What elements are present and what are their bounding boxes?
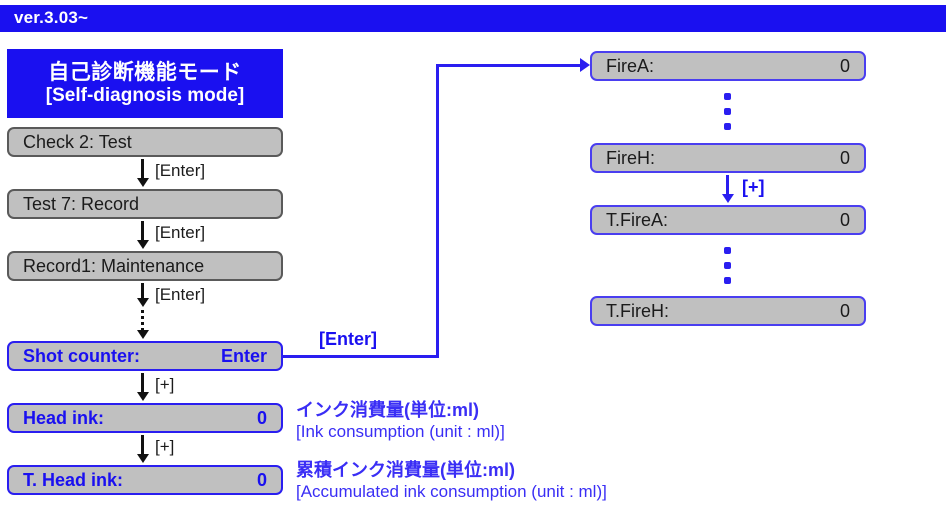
arrow-key-label: [+] <box>155 375 175 394</box>
menu-box-label: FireH: <box>606 147 655 168</box>
branch-connector-arrow-head <box>580 58 590 72</box>
flow-arrow-head <box>137 298 149 307</box>
branch-connector-horizontal-lower <box>281 355 439 358</box>
mode-header-en: [Self-diagnosis mode] <box>45 84 245 106</box>
flow-arrow-line <box>141 159 144 181</box>
flow-dotted-line <box>141 310 144 332</box>
menu-box-value: 0 <box>839 147 850 168</box>
menu-box-total-fireh[interactable]: T.FireH: 0 <box>590 296 866 326</box>
version-label: ver.3.03~ <box>14 8 89 27</box>
menu-box-label: Shot counter: <box>23 345 140 366</box>
flow-arrow-head <box>137 454 149 463</box>
arrow-key-label: [Enter] <box>155 223 206 242</box>
menu-box-total-firea[interactable]: T.FireA: 0 <box>590 205 866 235</box>
menu-box-label: T.FireH: <box>606 300 669 321</box>
annotation-en: [Accumulated ink consumption (unit : ml)… <box>296 481 607 501</box>
annotation-ink-consumption: インク消費量(単位:ml) [Ink consumption (unit : m… <box>296 400 505 443</box>
menu-box-fireh[interactable]: FireH: 0 <box>590 143 866 173</box>
flow-arrow-line <box>726 175 729 197</box>
menu-box-head-ink[interactable]: Head ink: 0 <box>7 403 283 433</box>
flow-arrow-line <box>141 373 144 395</box>
flow-arrow-head <box>722 194 734 203</box>
annotation-jp: インク消費量(単位:ml) <box>296 400 479 420</box>
menu-box-value: 0 <box>839 55 850 76</box>
arrow-key-label: [+] <box>742 177 765 197</box>
annotation-accumulated-ink-consumption: 累積インク消費量(単位:ml) [Accumulated ink consump… <box>296 460 607 503</box>
menu-box-value: 0 <box>256 407 267 428</box>
menu-box-value: 0 <box>839 209 850 230</box>
menu-box-total-head-ink[interactable]: T. Head ink: 0 <box>7 465 283 495</box>
menu-box-value: 0 <box>256 469 267 490</box>
arrow-key-label: [+] <box>155 437 175 456</box>
menu-box-label: Head ink: <box>23 407 105 428</box>
menu-box-test7-record[interactable]: Test 7: Record <box>7 189 283 219</box>
flow-arrow-head <box>137 178 149 187</box>
annotation-jp: 累積インク消費量(単位:ml) <box>296 460 515 480</box>
arrow-key-label: [Enter] <box>155 285 206 304</box>
flow-arrow-line <box>141 283 144 302</box>
menu-box-label: T.FireA: <box>606 209 669 230</box>
version-banner: ver.3.03~ <box>0 5 946 32</box>
menu-box-label: Record1: Maintenance <box>23 255 205 276</box>
menu-box-shot-counter[interactable]: Shot counter: Enter <box>7 341 283 371</box>
vertical-ellipsis-icon-lower <box>724 247 731 292</box>
mode-header-jp: 自己診断機能モード <box>48 61 242 85</box>
menu-box-value: Enter <box>220 345 267 366</box>
menu-box-label: Test 7: Record <box>23 193 140 214</box>
branch-connector-vertical <box>436 64 439 358</box>
flow-arrow-head <box>137 330 149 339</box>
menu-box-label: FireA: <box>606 55 655 76</box>
flow-arrow-head <box>137 240 149 249</box>
menu-box-record1-maintenance[interactable]: Record1: Maintenance <box>7 251 283 281</box>
flow-arrow-line <box>141 221 144 243</box>
menu-box-firea[interactable]: FireA: 0 <box>590 51 866 81</box>
annotation-en: [Ink consumption (unit : ml)] <box>296 421 505 441</box>
arrow-key-label: [Enter] <box>155 161 206 180</box>
menu-box-label: Check 2: Test <box>23 131 132 152</box>
menu-box-label: T. Head ink: <box>23 469 124 490</box>
menu-box-value: 0 <box>839 300 850 321</box>
vertical-ellipsis-icon-upper <box>724 93 731 138</box>
menu-box-check2-test[interactable]: Check 2: Test <box>7 127 283 157</box>
branch-connector-horizontal-upper <box>436 64 582 67</box>
flow-arrow-line <box>141 435 144 457</box>
flow-arrow-head <box>137 392 149 401</box>
branch-key-label: [Enter] <box>319 329 377 349</box>
self-diagnosis-mode-header: 自己診断機能モード [Self-diagnosis mode] <box>7 49 283 118</box>
